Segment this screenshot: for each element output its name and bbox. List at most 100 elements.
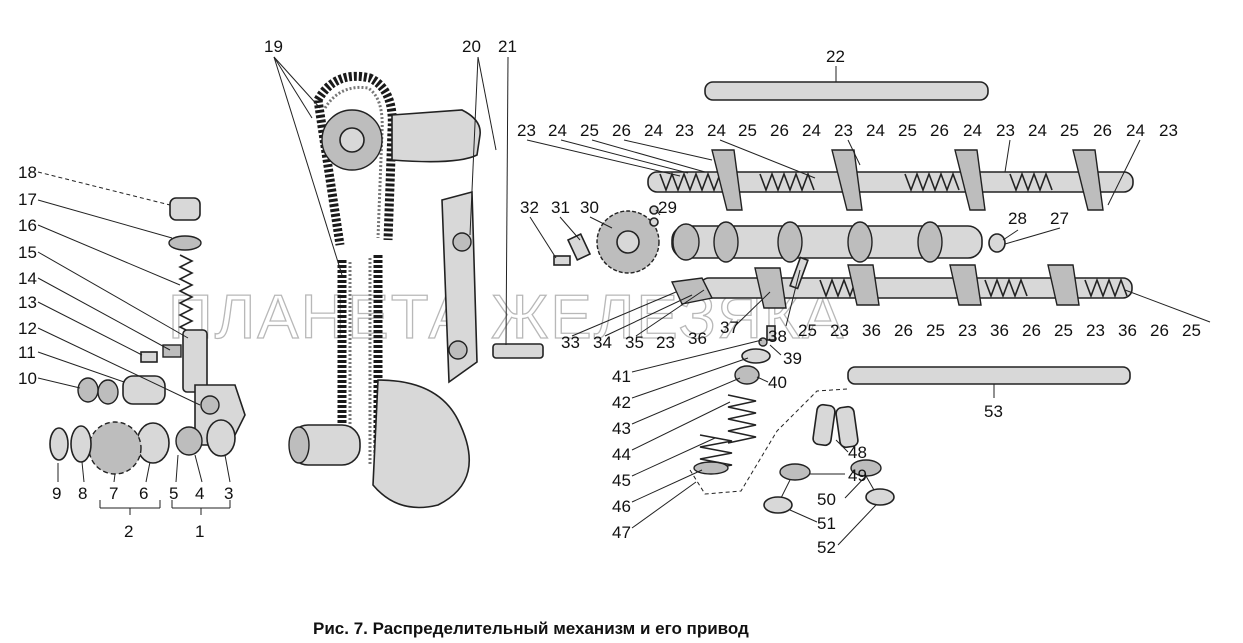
callout-numbers: 18 17 16 15 14 13 12 11 10 9 8 7 6 5 4 3… [18,37,1201,557]
callout-18: 18 [18,163,37,182]
valve-parts [689,325,895,514]
leader-14 [37,277,171,351]
leader-46 [631,469,703,503]
leader-4 [194,454,203,483]
dashed-group-outline [689,388,848,495]
leader-20b [469,56,479,236]
callout-42: 42 [612,393,631,412]
idler-axle [175,426,203,456]
lower-rocker-3 [949,264,982,306]
callout-45: 45 [612,471,631,490]
callout-top-3: 25 [580,121,599,140]
leader-32 [529,216,557,259]
lower-rocker-1 [754,267,787,309]
callout-37: 37 [720,318,739,337]
lower-spring-3 [1084,277,1128,299]
upper-rocker-2 [831,149,863,211]
leader-43 [631,377,741,425]
callout-top-4: 26 [612,121,631,140]
spring-set-1 [659,171,727,193]
cam-lobe-2 [777,221,803,263]
leader-25-end [1124,289,1211,323]
callout-47: 47 [612,523,631,542]
plunger-cap [169,197,201,221]
callout-41: 41 [612,367,631,386]
callout-lr-1: 25 [798,321,817,340]
callout-2: 2 [124,522,133,541]
callout-29: 29 [658,198,677,217]
leader-41 [631,339,763,373]
callout-top-11: 23 [834,121,853,140]
rocker-shaft-bottom [847,366,1131,385]
callout-34: 34 [593,333,612,352]
leader-45 [631,437,716,477]
callout-33: 33 [561,333,580,352]
leader-24b [719,139,816,179]
leader-42 [631,357,749,399]
upper-rocker-1 [711,149,743,211]
upper-rocker-3 [954,149,986,211]
leader-51 [789,509,818,523]
callout-12: 12 [18,319,37,338]
leader-10 [37,377,81,389]
leader-31 [559,216,581,241]
gear-bolt [553,255,571,266]
callout-lr-5: 25 [926,321,945,340]
lower-rocker-end [670,277,714,305]
leader-28 [1002,229,1019,241]
leader-12 [37,327,201,406]
lower-rocker-2 [847,264,880,306]
callout-38: 38 [768,327,787,346]
callout-lr-2: 23 [830,321,849,340]
ring-10 [77,377,99,403]
callout-9: 9 [52,484,61,503]
callout-49: 49 [848,466,867,485]
camshaft-assembly [553,205,1006,274]
leader-8 [81,461,85,483]
upper-rocker-4 [1072,149,1104,211]
callout-lr-13: 25 [1182,321,1201,340]
lever-eye [200,395,220,415]
callout-16: 16 [18,216,37,235]
callout-7: 7 [109,484,118,503]
snap-ring-9 [49,427,69,461]
callout-lr-7: 36 [990,321,1009,340]
callout-lr-11: 36 [1118,321,1137,340]
leader-37 [734,291,771,327]
valve-head-1 [763,496,793,514]
callout-51: 51 [817,514,836,533]
guide-hole-lower [448,340,468,360]
callout-20: 20 [462,37,481,56]
tensioner-bracket [162,344,182,358]
lower-rocker-4 [1047,264,1080,306]
upper-rocker-assembly [647,81,1134,211]
callout-52: 52 [817,538,836,557]
callout-53: 53 [984,402,1003,421]
callout-35: 35 [625,333,644,352]
camshaft-flange [672,223,700,261]
rocker-shaft-top [704,81,989,101]
leader-18 [37,171,171,206]
valve-guide-1 [812,403,836,447]
outer-valve-spring [727,394,757,444]
bracket-1 [171,500,231,515]
leader-24a [560,139,689,174]
callout-top-19: 26 [1093,121,1112,140]
callout-48: 48 [848,443,867,462]
leader-16 [37,224,181,286]
lock-plate [566,233,592,261]
washer-8 [70,425,92,463]
leader-13 [37,301,143,356]
sprocket-hub [339,127,365,153]
camshaft [671,225,983,259]
pin-29b [649,217,659,227]
callout-top-21: 23 [1159,121,1178,140]
leader-35 [635,289,705,337]
callout-23-lower: 23 [656,333,675,352]
callout-22: 22 [826,47,845,66]
crankshaft-web [372,379,471,509]
leader-19a [273,56,321,109]
idler-sprocket [88,421,142,475]
callout-top-7: 24 [707,121,726,140]
cam-lobe-3 [847,221,873,263]
